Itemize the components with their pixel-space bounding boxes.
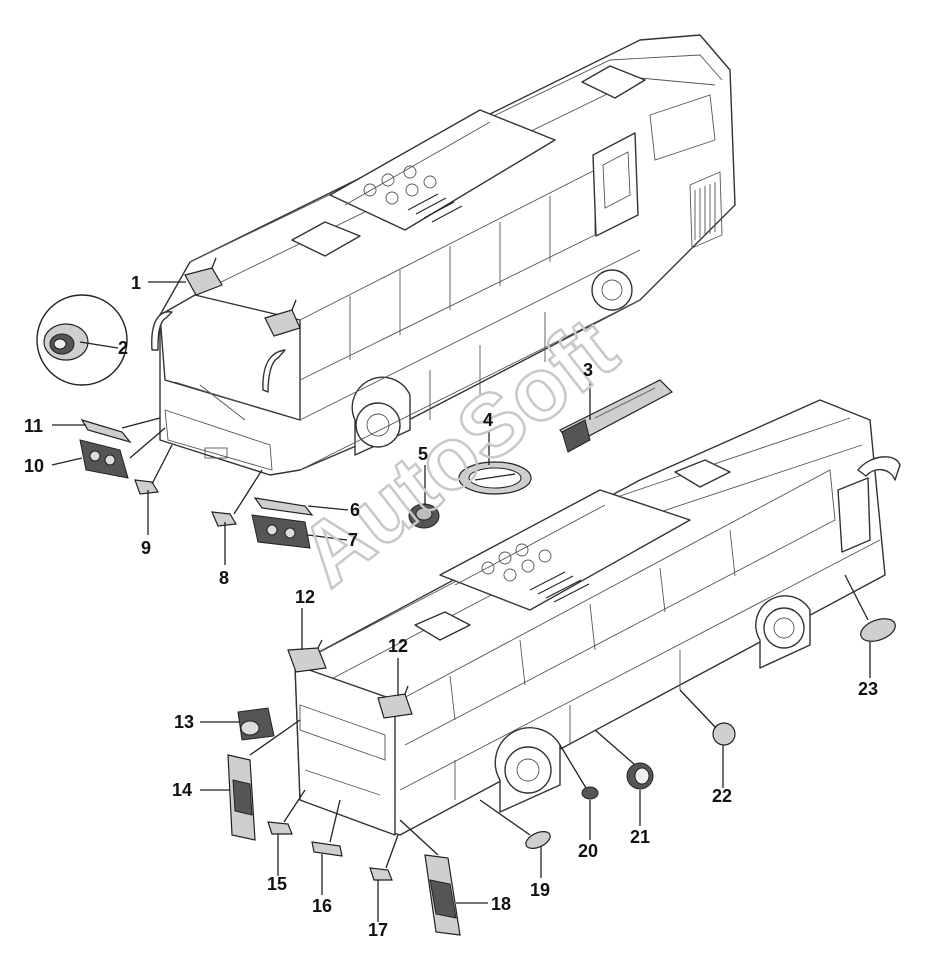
side-marker-item-23 xyxy=(860,618,896,642)
callout-14: 14 xyxy=(172,780,192,800)
horn-item-5 xyxy=(408,503,440,529)
callout-7: 7 xyxy=(348,530,358,550)
lamp-item-14 xyxy=(227,754,256,841)
callout-6: 6 xyxy=(350,500,360,520)
callout-22: 22 xyxy=(712,786,732,806)
callout-13: 13 xyxy=(174,712,194,732)
callout-labels: 1 2 3 4 5 6 7 8 9 10 11 12 12 13 14 15 1… xyxy=(24,273,878,940)
callout-18: 18 xyxy=(491,894,511,914)
side-marker-item-21 xyxy=(626,762,654,790)
callout-12a: 12 xyxy=(295,587,315,607)
roof-marker-lamp-lower xyxy=(287,639,413,719)
bus-lower-illustration xyxy=(294,399,901,836)
leader-lines xyxy=(51,281,871,922)
rear-light-bar-item-3 xyxy=(559,379,673,453)
side-marker-item-22 xyxy=(712,722,736,746)
lamp-item-17 xyxy=(369,867,393,881)
callout-15: 15 xyxy=(267,874,287,894)
callout-5: 5 xyxy=(418,444,428,464)
callout-16: 16 xyxy=(312,896,332,916)
detail-circle-item-2 xyxy=(36,294,128,386)
callout-19: 19 xyxy=(530,880,550,900)
callout-11: 11 xyxy=(24,416,43,436)
callout-17: 17 xyxy=(368,920,388,940)
side-marker-item-20 xyxy=(581,786,599,800)
callout-10: 10 xyxy=(24,456,44,476)
headlight-right-parts xyxy=(211,497,314,549)
callout-12b: 12 xyxy=(388,636,408,656)
callout-4: 4 xyxy=(483,410,493,430)
callout-3: 3 xyxy=(583,360,593,380)
lamp-item-16 xyxy=(311,841,343,857)
side-marker-item-19 xyxy=(525,831,551,849)
bus-upper-illustration xyxy=(151,34,736,476)
callout-9: 9 xyxy=(141,538,151,558)
callout-8: 8 xyxy=(219,568,229,588)
callout-21: 21 xyxy=(630,827,650,847)
lamp-item-13 xyxy=(237,707,275,741)
roof-marker-lamp-upper xyxy=(184,257,301,337)
side-lamp-item-9 xyxy=(134,479,159,495)
callout-2: 2 xyxy=(118,338,128,358)
headlight-left-parts xyxy=(79,418,132,479)
emblem-item-4 xyxy=(458,461,532,495)
lamp-item-15 xyxy=(267,821,293,835)
lamp-item-18 xyxy=(424,854,461,936)
callout-20: 20 xyxy=(578,841,598,861)
callout-1: 1 xyxy=(131,273,141,293)
callout-23: 23 xyxy=(858,679,878,699)
